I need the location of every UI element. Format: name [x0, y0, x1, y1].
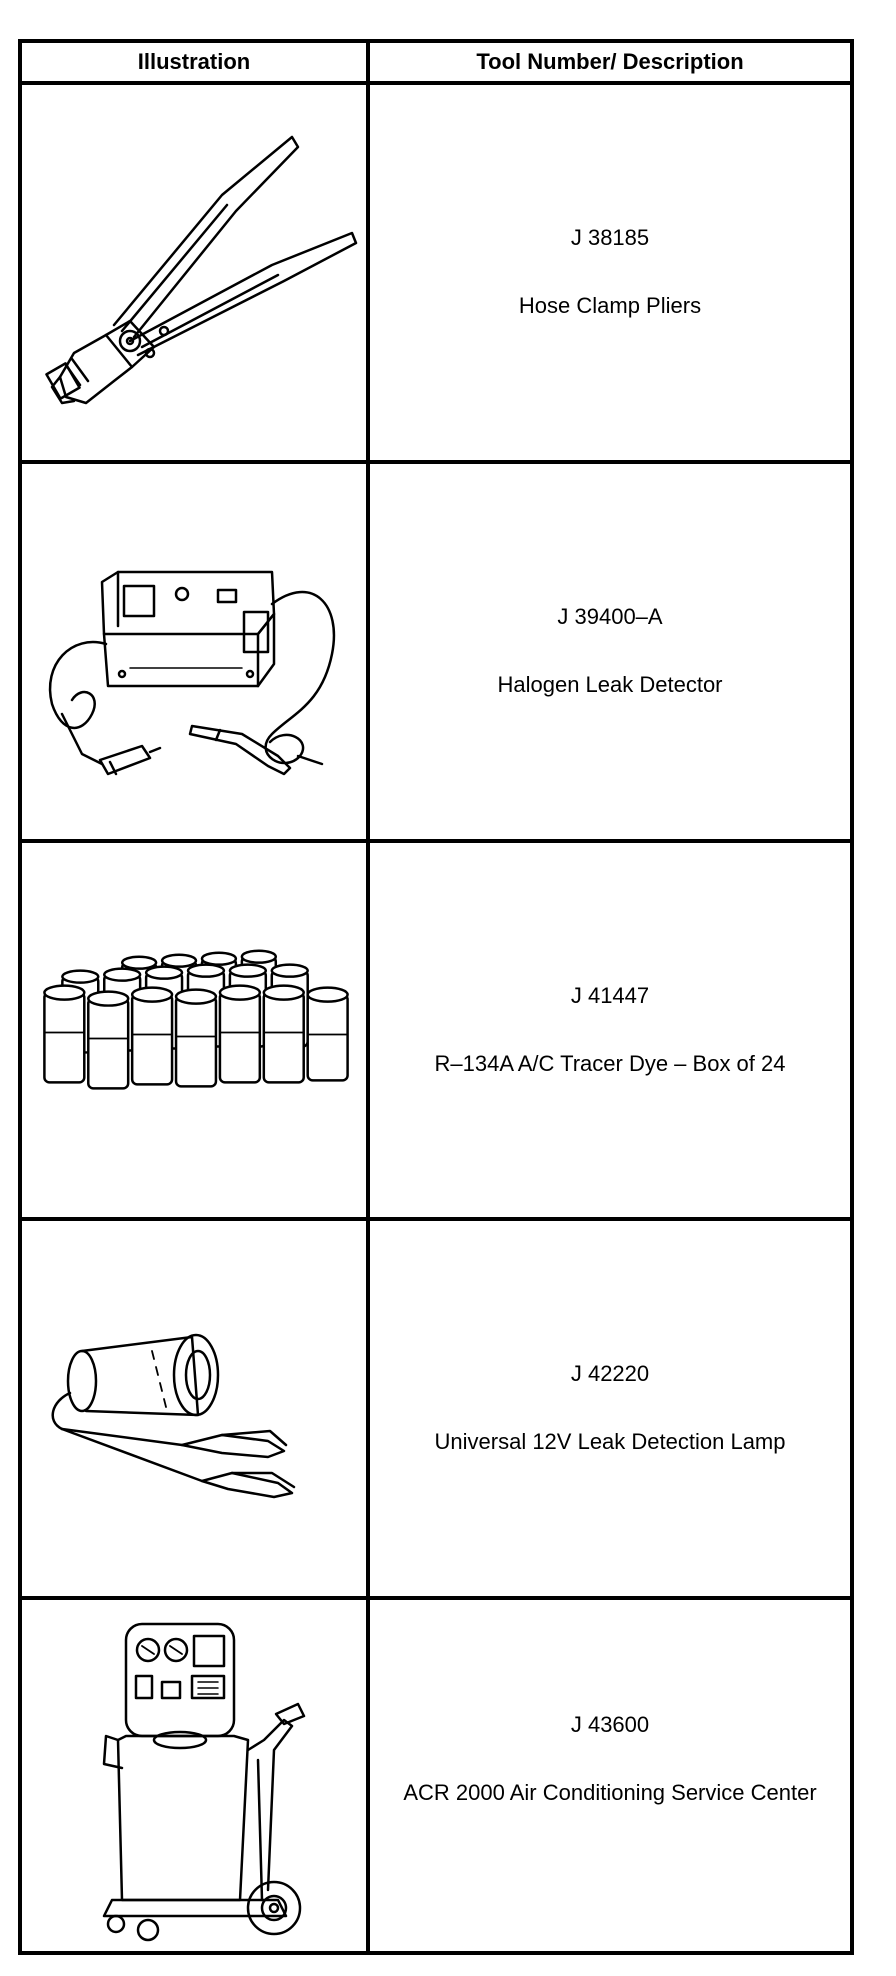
tool-description-cell: J 41447 R–134A A/C Tracer Dye – Box of 2…	[370, 843, 850, 1217]
tool-number: J 42220	[570, 1361, 650, 1386]
column-divider	[366, 43, 370, 1951]
tool-description-cell: J 39400–A Halogen Leak Detector	[370, 464, 850, 839]
table-row: J 39400–A Halogen Leak Detector	[22, 464, 850, 843]
tool-name: Halogen Leak Detector	[497, 672, 723, 697]
tool-description-cell: J 42220 Universal 12V Leak Detection Lam…	[370, 1221, 850, 1596]
halogen-leak-detector-icon	[22, 464, 366, 839]
header-illustration: Illustration	[137, 49, 251, 74]
tool-name: Universal 12V Leak Detection Lamp	[434, 1429, 786, 1454]
table-row: J 43600 ACR 2000 Air Conditioning Servic…	[22, 1600, 850, 1951]
header-tool-description: Tool Number/ Description	[476, 49, 744, 74]
tool-description-cell: J 38185 Hose Clamp Pliers	[370, 85, 850, 460]
tool-table: Illustration Tool Number/ Description	[18, 39, 854, 1955]
tool-name: Hose Clamp Pliers	[518, 293, 702, 318]
tool-description-cell: J 43600 ACR 2000 Air Conditioning Servic…	[370, 1600, 850, 1951]
table-row: J 38185 Hose Clamp Pliers	[22, 85, 850, 464]
table-header: Illustration Tool Number/ Description	[22, 43, 850, 85]
tool-number: J 39400–A	[557, 604, 663, 629]
tracer-dye-bottles-icon	[22, 843, 366, 1217]
ac-service-center-icon	[22, 1600, 366, 1951]
table-row: J 42220 Universal 12V Leak Detection Lam…	[22, 1221, 850, 1600]
table-row: J 41447 R–134A A/C Tracer Dye – Box of 2…	[22, 843, 850, 1221]
tool-number: J 38185	[570, 225, 650, 250]
leak-detection-lamp-icon	[22, 1221, 366, 1596]
tool-number: J 43600	[570, 1712, 650, 1737]
hose-clamp-pliers-icon	[22, 85, 366, 460]
tool-name: R–134A A/C Tracer Dye – Box of 24	[434, 1051, 786, 1076]
tool-number: J 41447	[570, 983, 650, 1008]
tool-name: ACR 2000 Air Conditioning Service Center	[403, 1780, 817, 1805]
